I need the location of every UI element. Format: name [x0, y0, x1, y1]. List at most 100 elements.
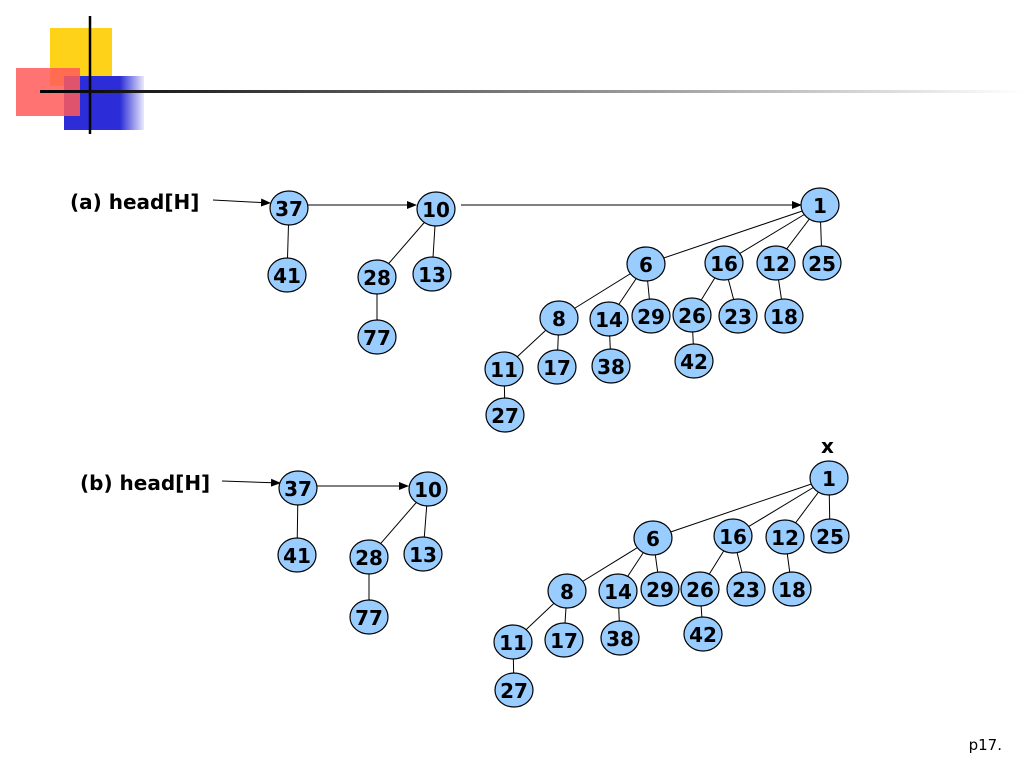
heap-node-29: 29: [631, 298, 671, 334]
node-circle: [633, 520, 673, 556]
heap-node-6: 6: [633, 520, 673, 556]
node-label: 42: [689, 623, 717, 647]
node-label: 25: [808, 252, 836, 276]
heap-node-12: 12: [765, 519, 805, 555]
tree-edge: [645, 204, 821, 265]
node-circle: [765, 519, 805, 555]
node-label: 6: [639, 253, 653, 277]
node-label: 37: [284, 477, 312, 501]
node-circle: [267, 257, 307, 293]
heap-node-1: 1: [800, 187, 840, 223]
node-circle: [269, 190, 309, 226]
node-label: 16: [710, 252, 738, 276]
node-label: 38: [606, 627, 634, 651]
node-label: 12: [762, 252, 790, 276]
node-label: 10: [422, 198, 450, 222]
node-label: 13: [418, 263, 446, 287]
root-list-arrow: [212, 198, 271, 207]
node-circle: [756, 245, 796, 281]
node-circle: [800, 187, 840, 223]
heap-node-37: 37: [278, 470, 318, 506]
node-circle: [403, 536, 443, 572]
node-label: 13: [409, 543, 437, 567]
heap-node-42: 42: [674, 343, 714, 379]
node-label: 37: [275, 197, 303, 221]
deco-horizontal-line: [40, 90, 1024, 93]
heap-node-29: 29: [640, 571, 680, 607]
heap-node-17: 17: [537, 349, 577, 385]
heap-node-10: 10: [416, 191, 456, 227]
node-circle: [810, 518, 850, 554]
node-circle: [591, 348, 631, 384]
node-circle: [537, 349, 577, 385]
heap-node-8: 8: [539, 300, 579, 336]
heap-node-77: 77: [349, 599, 389, 635]
heap-node-38: 38: [591, 348, 631, 384]
heap-node-18: 18: [772, 571, 812, 607]
node-circle: [598, 573, 638, 609]
node-label: 18: [778, 578, 806, 602]
pointer-label-x: x: [821, 434, 834, 458]
tree-edge: [652, 477, 830, 539]
node-circle: [589, 301, 629, 337]
heap-node-17: 17: [544, 622, 584, 658]
node-label: 10: [414, 478, 442, 502]
node-circle: [640, 571, 680, 607]
node-circle: [680, 571, 720, 607]
node-label: 29: [637, 305, 665, 329]
heap-node-25: 25: [802, 245, 842, 281]
node-label: 27: [500, 679, 528, 703]
heap-node-6: 6: [626, 246, 666, 282]
node-label: 6: [646, 527, 660, 551]
node-label: 14: [604, 580, 632, 604]
heap-node-27: 27: [494, 672, 534, 708]
node-label: 17: [543, 356, 571, 380]
node-circle: [802, 245, 842, 281]
heap-node-1: 1: [809, 460, 849, 496]
heap-node-23: 23: [726, 571, 766, 607]
node-circle: [726, 571, 766, 607]
node-circle: [674, 343, 714, 379]
node-circle: [764, 298, 804, 334]
node-label: 26: [678, 304, 706, 328]
node-label: 77: [355, 606, 383, 630]
heap-node-10: 10: [408, 471, 448, 507]
node-circle: [485, 397, 525, 433]
node-circle: [357, 319, 397, 355]
heap-node-27: 27: [485, 397, 525, 433]
head-label-a: (a) head[H]: [70, 190, 200, 214]
node-circle: [278, 470, 318, 506]
heap-node-18: 18: [764, 298, 804, 334]
heap-node-13: 13: [403, 536, 443, 572]
node-circle: [626, 246, 666, 282]
node-circle: [539, 300, 579, 336]
node-circle: [600, 620, 640, 656]
heap-node-41: 41: [267, 257, 307, 293]
node-label: 11: [490, 358, 518, 382]
heap-node-16: 16: [704, 245, 744, 281]
node-circle: [809, 460, 849, 496]
node-circle: [718, 298, 758, 334]
heap-node-28: 28: [357, 259, 397, 295]
heap-node-14: 14: [589, 301, 629, 337]
node-circle: [349, 599, 389, 635]
heap-node-14: 14: [598, 573, 638, 609]
node-label: 12: [771, 526, 799, 550]
slide-decoration-icon: [16, 16, 1024, 134]
heap-node-28: 28: [349, 539, 389, 575]
heap-node-77: 77: [357, 319, 397, 355]
node-label: 23: [724, 305, 752, 329]
heap-node-13: 13: [412, 256, 452, 292]
node-label: 38: [597, 355, 625, 379]
node-circle: [772, 571, 812, 607]
node-circle: [704, 245, 744, 281]
node-circle: [683, 616, 723, 652]
node-label: 25: [816, 525, 844, 549]
heap-node-11: 11: [493, 624, 533, 660]
heap-node-38: 38: [600, 620, 640, 656]
heap-node-26: 26: [680, 571, 720, 607]
node-label: 28: [363, 266, 391, 290]
